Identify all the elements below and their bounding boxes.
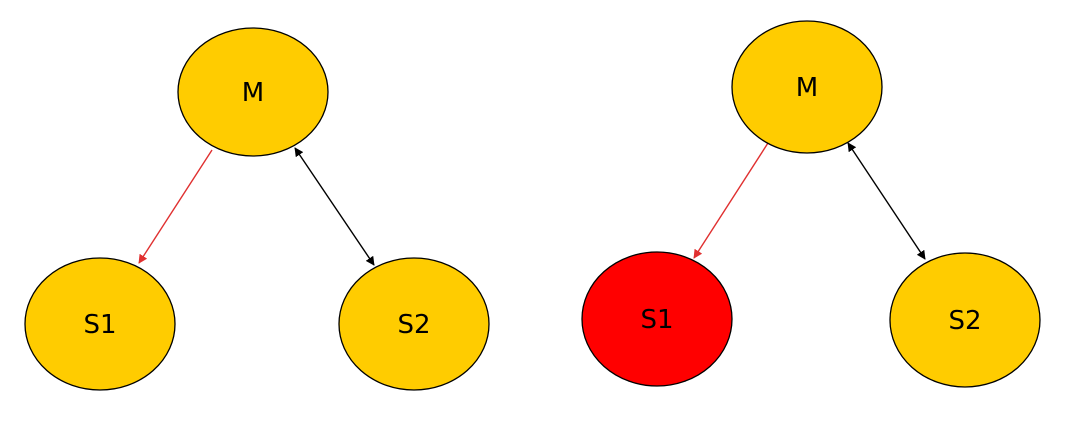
node-slave-1-shape bbox=[581, 251, 733, 387]
diagram-right: M S1 S2 bbox=[581, 20, 1041, 388]
node-slave-2-label: S2 bbox=[948, 306, 981, 336]
node-master-shape bbox=[731, 20, 883, 154]
node-slave-2: S2 bbox=[338, 257, 490, 391]
node-slave-1-label: S1 bbox=[640, 305, 673, 335]
diagram-left: M S1 S2 bbox=[24, 27, 490, 391]
node-slave-1-highlighted: S1 bbox=[581, 251, 733, 387]
edge-m-s2-bidirectional bbox=[294, 147, 375, 266]
edge-m-to-s1 bbox=[693, 142, 769, 259]
node-master-label: M bbox=[242, 78, 264, 108]
node-slave-1-label: S1 bbox=[83, 310, 116, 340]
node-slave-2-label: S2 bbox=[397, 310, 430, 340]
node-master: M bbox=[731, 20, 883, 154]
node-master-shape bbox=[177, 27, 329, 157]
node-master-label: M bbox=[796, 73, 818, 103]
node-slave-1-shape bbox=[24, 257, 176, 391]
node-slave-2-shape bbox=[889, 252, 1041, 388]
node-slave-2-shape bbox=[338, 257, 490, 391]
node-slave-2: S2 bbox=[889, 252, 1041, 388]
edge-m-to-s1 bbox=[138, 149, 213, 264]
edge-m-s2-bidirectional bbox=[847, 142, 926, 260]
node-slave-1: S1 bbox=[24, 257, 176, 391]
node-master: M bbox=[177, 27, 329, 157]
